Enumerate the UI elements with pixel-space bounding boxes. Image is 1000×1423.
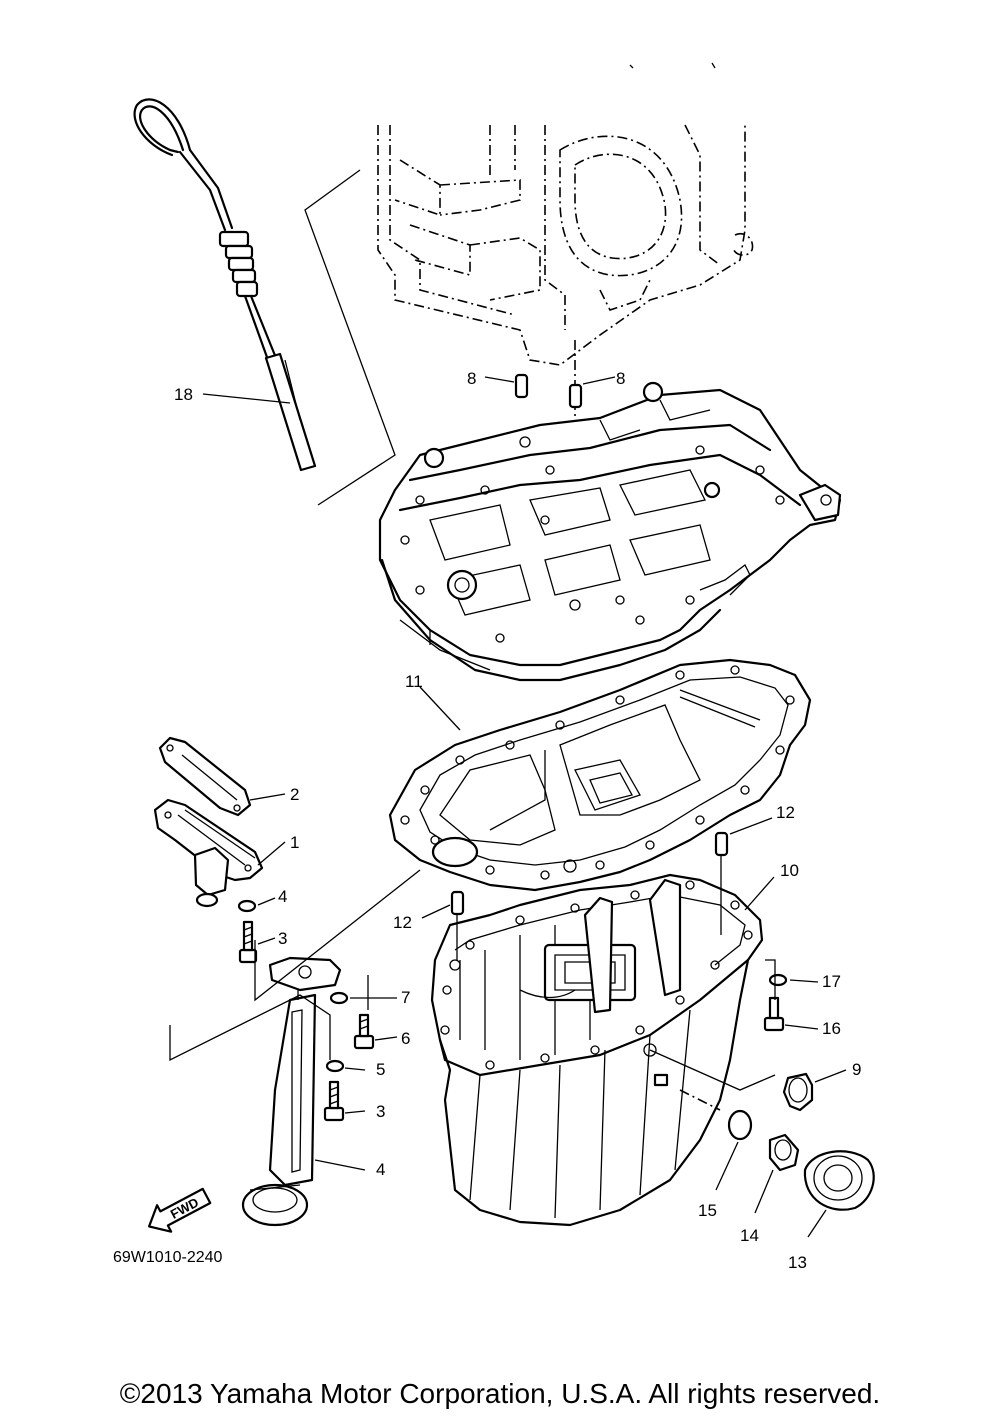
bolt-part-3 xyxy=(238,920,258,964)
callout-18: 18 xyxy=(174,385,193,404)
gasket-part-15 xyxy=(727,1109,753,1141)
callout-12: 12 xyxy=(776,803,795,822)
callout-8: 8 xyxy=(467,369,476,388)
dowel-pin xyxy=(450,890,465,916)
callout-12: 12 xyxy=(393,913,412,932)
callout-2: 2 xyxy=(290,785,299,804)
drain-plug-part-10 xyxy=(782,1072,814,1112)
fwd-arrow-icon: FWD xyxy=(147,1187,212,1233)
oil-pan xyxy=(430,873,764,1227)
dowel-pin xyxy=(714,831,729,857)
callout-10: 9 xyxy=(852,1060,861,1079)
callout-7: 7 xyxy=(401,988,410,1007)
dowel-pin xyxy=(514,373,529,399)
callout-4: 4 xyxy=(278,887,287,906)
callout-15: 15 xyxy=(698,1201,717,1220)
callout-3: 3 xyxy=(278,929,287,948)
callout-1: 1 xyxy=(290,833,299,852)
diagram-part-code: 69W1010-2240 xyxy=(113,1249,223,1266)
assembly-lines xyxy=(169,869,776,1091)
callout-16: 16 xyxy=(822,1019,841,1038)
callout-leaders xyxy=(202,376,847,1238)
callout-labels: 18 8 8 11 2 1 4 3 12 10 12 7 6 5 3 4 17 … xyxy=(174,369,861,1272)
washer-part-17 xyxy=(768,973,788,987)
callout-3: 3 xyxy=(376,1102,385,1121)
washer-part-4 xyxy=(325,1059,345,1073)
dowel-pin xyxy=(568,383,583,409)
pin-alignment-line xyxy=(456,855,722,960)
copyright-notice: ©2013 Yamaha Motor Corporation, U.S.A. A… xyxy=(119,1378,881,1409)
dipstick-bracket-line xyxy=(304,169,396,506)
washer-part-4 xyxy=(237,899,257,913)
oil-dipstick xyxy=(133,98,317,472)
callout-8: 8 xyxy=(616,369,625,388)
callout-6: 6 xyxy=(401,1029,410,1048)
callout-4: 5 xyxy=(376,1060,385,1079)
callout-9: 10 xyxy=(780,861,799,880)
callout-17: 17 xyxy=(822,972,841,991)
strainer-cover-part-1 xyxy=(153,798,264,908)
callout-11: 11 xyxy=(405,672,423,691)
oil-strainer-part-5 xyxy=(241,956,342,1227)
callout-5: 4 xyxy=(376,1160,385,1179)
callout-14: 14 xyxy=(740,1226,759,1245)
bolt-part-16 xyxy=(763,996,785,1032)
bolt-part-3 xyxy=(323,1080,345,1122)
plug-part-14 xyxy=(768,1133,800,1172)
washer-part-7 xyxy=(329,991,349,1005)
cap-part-13 xyxy=(803,1150,875,1211)
gasket-part-2 xyxy=(158,736,252,817)
upper-case-assembly xyxy=(378,381,842,682)
callout-13: 13 xyxy=(788,1253,807,1272)
gasket-alignment-line xyxy=(489,750,546,831)
upper-case-gasket xyxy=(388,658,812,892)
bolt-part-6 xyxy=(353,1013,375,1050)
